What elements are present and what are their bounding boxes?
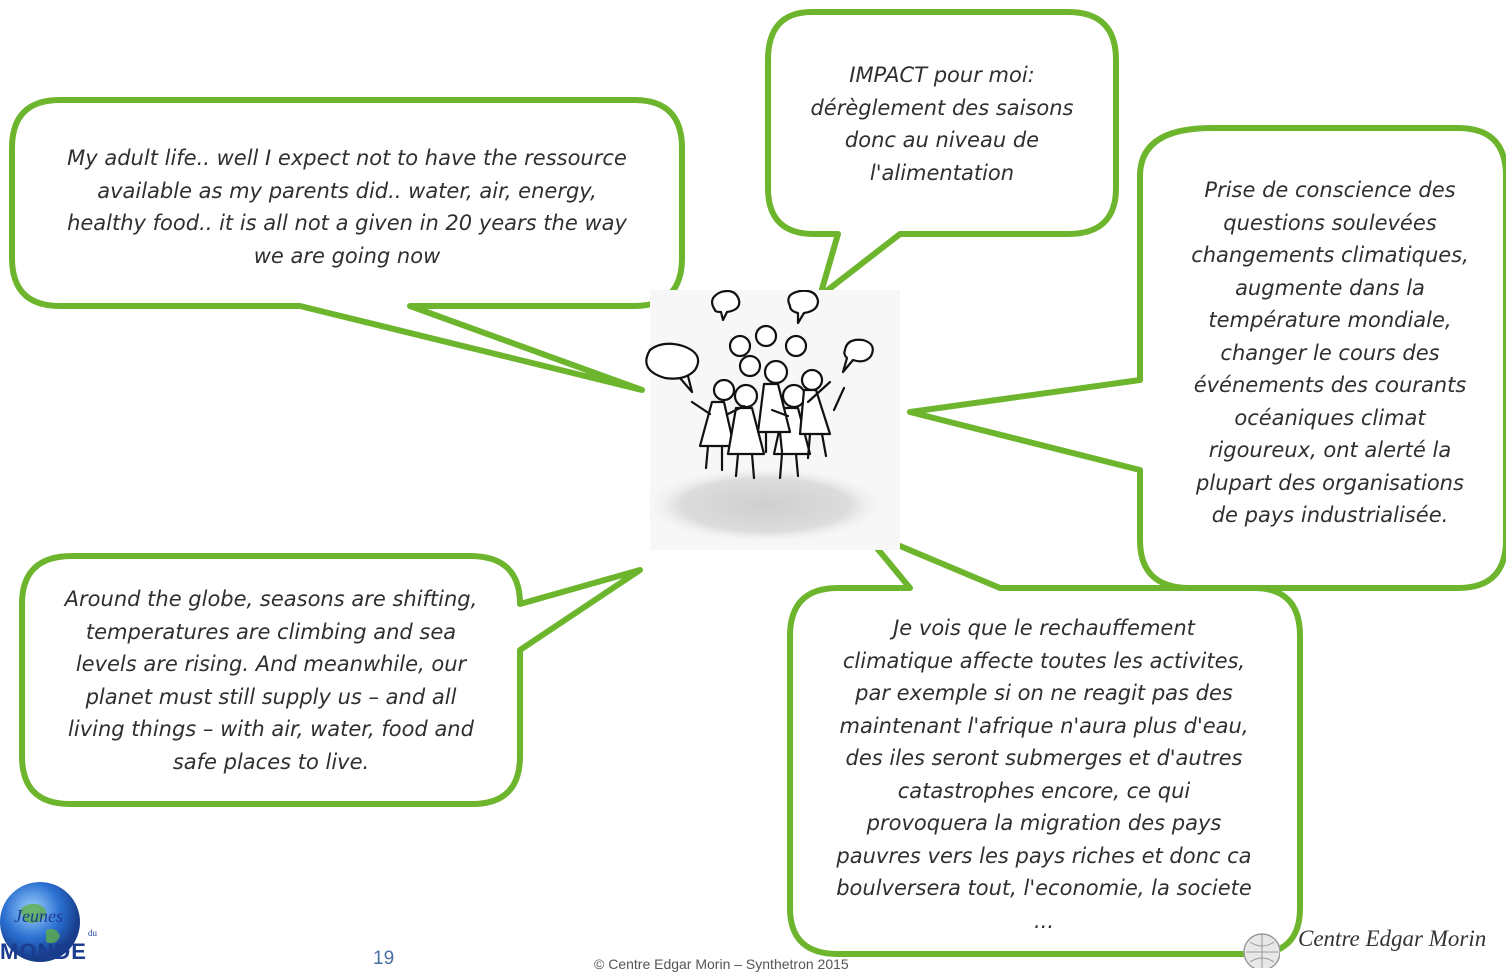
globe-icon	[0, 882, 80, 962]
logo-monde-text: MONDE	[0, 939, 87, 964]
logo-du-text: du	[88, 928, 97, 938]
jeunes-du-monde-logo	[0, 882, 80, 962]
bubble-adult-life-text: My adult life.. well I expect not to hav…	[67, 146, 627, 268]
bubble-rechauffement-text: Je vois que le rechauffement climatique …	[836, 616, 1252, 933]
centre-edgar-morin-emblem-icon	[1243, 933, 1280, 968]
page-number: 19	[373, 948, 395, 969]
ground-shadow	[645, 467, 885, 543]
bubble-around-globe-outline	[19, 553, 643, 807]
centre-edgar-morin-logo-text: Centre Edgar Morin	[1298, 926, 1487, 951]
crowd-illustration	[645, 290, 900, 550]
bubble-adult-life-outline	[9, 97, 685, 393]
people-group	[645, 290, 874, 480]
bubble-impact-text: IMPACT pour moi: dérèglement des saisons…	[810, 63, 1074, 185]
logo-jeunes-text: Jeunes	[14, 906, 63, 926]
bubble-prise-conscience-text: Prise de conscience des questions soulev…	[1191, 178, 1469, 527]
bubble-impact-outline	[765, 9, 1119, 299]
copyright-notice: © Centre Edgar Morin – Synthetron 2015	[594, 956, 849, 972]
bubble-around-globe-text: Around the globe, seasons are shifting, …	[64, 587, 478, 774]
